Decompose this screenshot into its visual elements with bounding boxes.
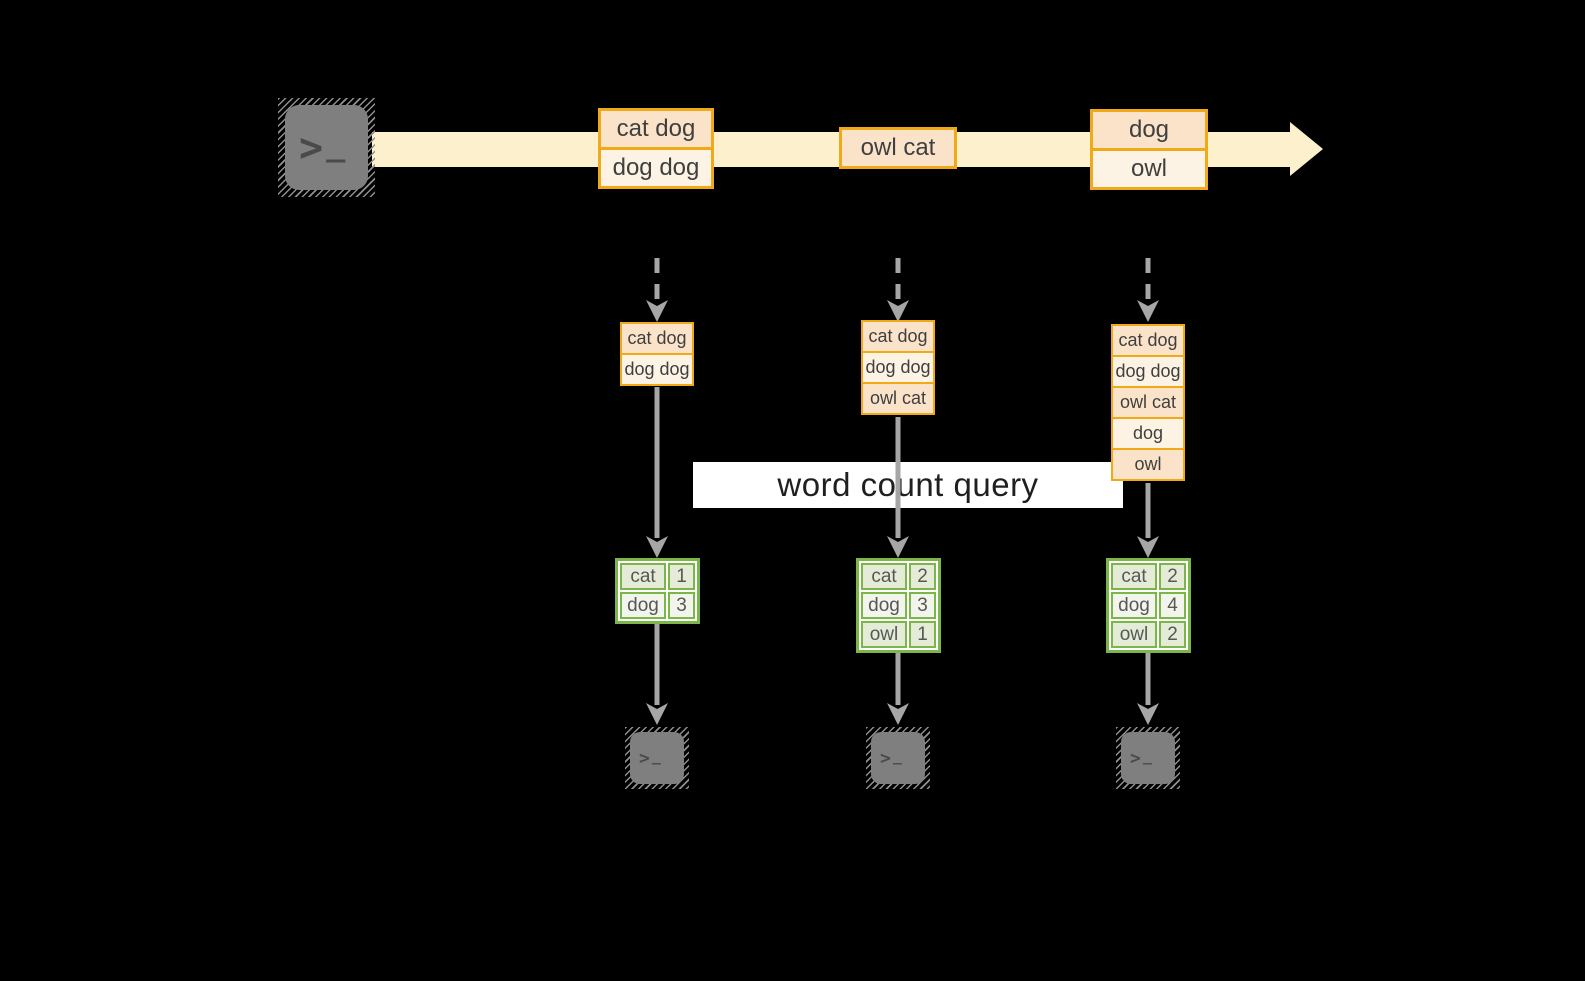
buffer-box-3: cat dog dog dog owl cat dog owl <box>1111 324 1185 481</box>
terminal-screen: > _ <box>871 732 925 784</box>
terminal-sink-icon-3: > _ <box>1116 727 1180 789</box>
terminal-chevron-glyph: > <box>639 747 650 769</box>
buffer-line: dog dog <box>1113 355 1183 386</box>
buffer-line: dog dog <box>863 351 933 382</box>
arrowhead-icon <box>887 703 909 725</box>
word-cell: dog <box>620 592 666 619</box>
terminal-screen: > _ <box>630 732 684 784</box>
terminal-source-icon: > _ <box>278 98 375 197</box>
count-cell: 2 <box>1159 563 1186 590</box>
buffer-line: cat dog <box>622 324 692 353</box>
terminal-screen: > _ <box>285 105 368 190</box>
event-line: owl cat <box>842 130 954 166</box>
terminal-chevron-glyph: > <box>1130 747 1141 769</box>
buffer-line: owl cat <box>863 382 933 413</box>
count-cell: 4 <box>1159 592 1186 619</box>
terminal-sink-icon-1: > _ <box>625 727 689 789</box>
word-cell: owl <box>861 621 907 648</box>
terminal-underscore-glyph: _ <box>892 747 902 765</box>
stream-arrowhead-icon <box>1290 122 1323 176</box>
count-cell: 1 <box>668 563 695 590</box>
buffer-line: dog dog <box>622 353 692 384</box>
buffer-line: owl cat <box>1113 386 1183 417</box>
stream-event-box-1: cat dog dog dog <box>598 108 714 189</box>
count-table-1: cat 1 dog 3 <box>615 558 700 624</box>
count-cell: 3 <box>909 592 936 619</box>
dashed-arrow-2 <box>887 258 909 322</box>
table-row: dog 3 <box>861 592 936 619</box>
count-cell: 3 <box>668 592 695 619</box>
count-table-3: cat 2 dog 4 owl 2 <box>1106 558 1191 653</box>
count-cell: 2 <box>909 563 936 590</box>
buffer-box-1: cat dog dog dog <box>620 322 694 386</box>
terminal-sink-icon-2: > _ <box>866 727 930 789</box>
word-cell: owl <box>1111 621 1157 648</box>
buffer-line: dog <box>1113 417 1183 448</box>
terminal-screen: > _ <box>1121 732 1175 784</box>
table-row: cat 2 <box>861 563 936 590</box>
word-cell: cat <box>861 563 907 590</box>
buffer-line: owl <box>1113 448 1183 479</box>
count-cell: 2 <box>1159 621 1186 648</box>
table-row: owl 1 <box>861 621 936 648</box>
event-line: cat dog <box>601 111 711 147</box>
query-banner: word count query <box>693 462 1123 508</box>
arrowhead-icon <box>887 300 909 322</box>
buffer-box-2: cat dog dog dog owl cat <box>861 320 935 415</box>
stream-event-box-3: dog owl <box>1090 109 1208 190</box>
terminal-chevron-glyph: > <box>880 747 891 769</box>
arrowhead-icon <box>646 703 668 725</box>
terminal-underscore-glyph: _ <box>326 124 346 163</box>
terminal-underscore-glyph: _ <box>651 747 661 765</box>
word-cell: dog <box>861 592 907 619</box>
output-arrow-1 <box>646 623 668 725</box>
arrowhead-icon <box>1137 536 1159 558</box>
table-row: dog 3 <box>620 592 695 619</box>
event-line: dog <box>1093 112 1205 148</box>
query-arrow-3 <box>1137 483 1159 558</box>
table-row: dog 4 <box>1111 592 1186 619</box>
count-cell: 1 <box>909 621 936 648</box>
arrowhead-icon <box>646 536 668 558</box>
output-arrow-3 <box>1137 652 1159 725</box>
table-row: cat 2 <box>1111 563 1186 590</box>
word-cell: dog <box>1111 592 1157 619</box>
buffer-line: cat dog <box>1113 326 1183 355</box>
terminal-underscore-glyph: _ <box>1142 747 1152 765</box>
output-arrow-2 <box>887 652 909 725</box>
arrowhead-icon <box>646 300 668 322</box>
event-line: owl <box>1093 148 1205 187</box>
arrowhead-icon <box>1137 703 1159 725</box>
count-table-2: cat 2 dog 3 owl 1 <box>856 558 941 653</box>
buffer-line: cat dog <box>863 322 933 351</box>
query-arrow-2 <box>887 417 909 558</box>
arrowhead-icon <box>887 536 909 558</box>
table-row: owl 2 <box>1111 621 1186 648</box>
table-row: cat 1 <box>620 563 695 590</box>
query-label: word count query <box>777 466 1039 503</box>
stream-event-box-2: owl cat <box>839 127 957 169</box>
dashed-arrow-1 <box>646 258 668 322</box>
event-line: dog dog <box>601 147 711 186</box>
dashed-arrow-3 <box>1137 258 1159 322</box>
query-arrow-1 <box>646 387 668 558</box>
word-cell: cat <box>1111 563 1157 590</box>
terminal-chevron-glyph: > <box>299 124 324 171</box>
arrowhead-icon <box>1137 300 1159 322</box>
word-cell: cat <box>620 563 666 590</box>
